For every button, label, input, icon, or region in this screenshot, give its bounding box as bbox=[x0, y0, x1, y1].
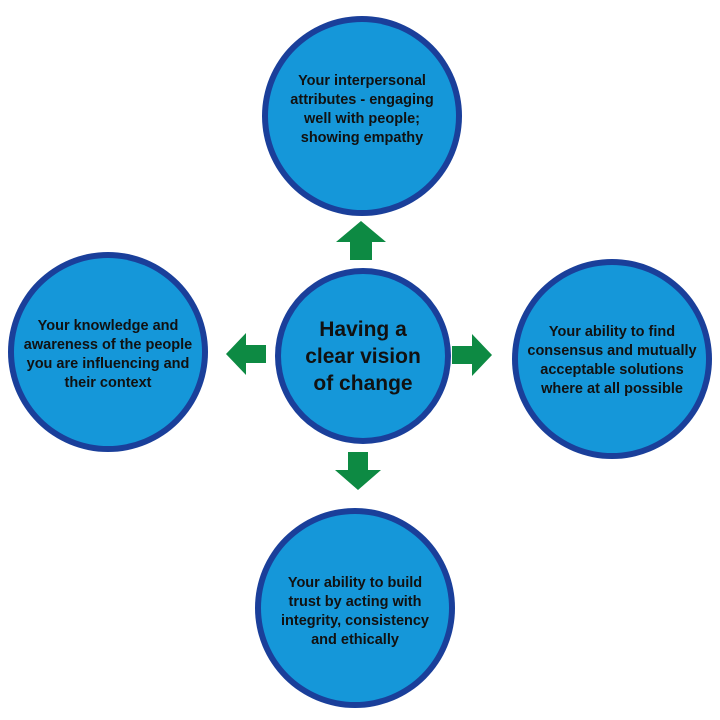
arrow-left-icon bbox=[226, 333, 266, 375]
node-left-text: Your knowledge and awareness of the peop… bbox=[23, 318, 193, 391]
node-bottom-text: Your ability to build trust by acting wi… bbox=[281, 575, 429, 648]
node-top-text: Your interpersonal attributes - engaging… bbox=[290, 73, 434, 146]
circle-left bbox=[8, 252, 208, 452]
circle-top bbox=[262, 16, 462, 216]
node-right-text: Your ability to find consensus and mutua… bbox=[527, 324, 697, 397]
circle-right bbox=[512, 259, 712, 459]
arrow-up-icon bbox=[336, 221, 386, 260]
node-center-text: Having a clear vision of change bbox=[305, 317, 421, 395]
arrow-right-icon bbox=[452, 334, 492, 376]
circle-center bbox=[275, 268, 451, 444]
circle-bottom bbox=[255, 508, 455, 708]
arrow-down-icon bbox=[335, 452, 381, 490]
